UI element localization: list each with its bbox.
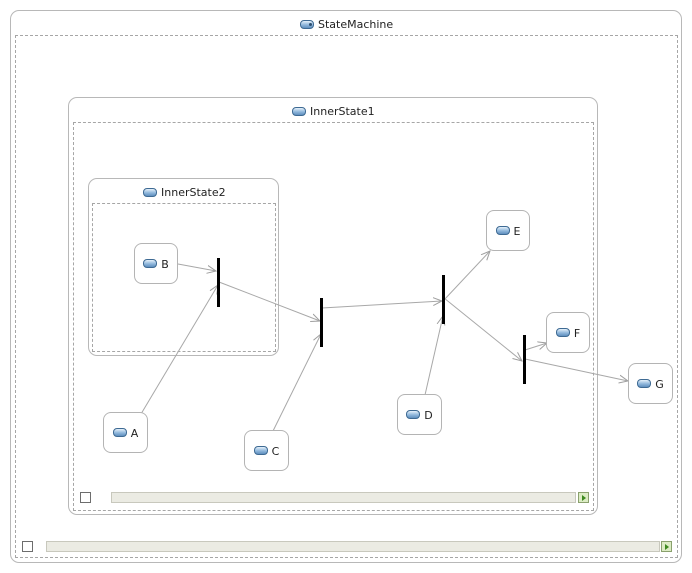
- transition-fork3-to-e[interactable]: [443, 251, 490, 301]
- transition-fork1-to-fork2[interactable]: [218, 281, 320, 321]
- transition-b-to-fork1[interactable]: [177, 263, 216, 271]
- transition-d-to-fork3[interactable]: [424, 316, 443, 396]
- state-machine-region[interactable]: [15, 35, 678, 558]
- state-icon: [495, 226, 510, 235]
- state-label: E: [513, 225, 521, 238]
- state-b[interactable]: B: [134, 243, 178, 284]
- composite-state-icon: [292, 107, 306, 116]
- inner-state2-title: InnerState2: [161, 186, 226, 199]
- state-machine-scroll-right-button[interactable]: [661, 541, 672, 552]
- inner-state1-scroll-right-button[interactable]: [578, 492, 589, 503]
- state-label: B: [161, 258, 169, 271]
- state-label: A: [130, 427, 139, 440]
- inner-state1-checkbox[interactable]: [80, 492, 91, 503]
- state-g[interactable]: G: [628, 363, 673, 404]
- state-a[interactable]: A: [103, 412, 148, 453]
- transition-fork4-to-g[interactable]: [524, 358, 628, 381]
- transition-a-to-fork1[interactable]: [140, 285, 218, 415]
- state-icon: [637, 379, 652, 388]
- state-icon: [406, 410, 421, 419]
- inner-state2-region[interactable]: [92, 203, 276, 352]
- composite-state-icon: [143, 188, 157, 197]
- transition-c-to-fork2[interactable]: [272, 334, 321, 432]
- state-machine-checkbox[interactable]: [22, 541, 33, 552]
- inner-state1-region[interactable]: [73, 122, 594, 511]
- state-label: G: [655, 378, 664, 391]
- inner-state1-header: InnerState1: [292, 105, 375, 118]
- state-icon: [112, 428, 127, 437]
- fork-join-bar-3[interactable]: [442, 275, 445, 324]
- state-icon: [555, 328, 570, 337]
- state-icon: [143, 259, 158, 268]
- state-machine-icon: [300, 20, 314, 29]
- state-machine-scrollbar[interactable]: [46, 541, 660, 552]
- state-c[interactable]: C: [244, 430, 289, 471]
- inner-state2-frame[interactable]: [88, 178, 279, 356]
- state-d[interactable]: D: [397, 394, 442, 435]
- state-f[interactable]: F: [546, 312, 590, 353]
- state-label: C: [271, 445, 280, 458]
- inner-state2-header: InnerState2: [143, 186, 226, 199]
- transition-fork3-to-fork4[interactable]: [443, 297, 522, 361]
- state-label: D: [424, 409, 433, 422]
- state-icon: [253, 446, 268, 455]
- state-machine-header: StateMachine: [300, 18, 393, 31]
- inner-state1-scrollbar[interactable]: [111, 492, 576, 503]
- fork-join-bar-1[interactable]: [217, 258, 220, 307]
- state-e[interactable]: E: [486, 210, 530, 251]
- transition-fork2-to-fork3[interactable]: [321, 301, 442, 309]
- state-machine-title: StateMachine: [318, 18, 394, 31]
- fork-join-bar-4[interactable]: [523, 335, 526, 384]
- inner-state1-title: InnerState1: [310, 105, 375, 118]
- fork-join-bar-2[interactable]: [320, 298, 323, 347]
- transition-fork4-to-f[interactable]: [524, 343, 547, 351]
- state-label: F: [573, 327, 581, 340]
